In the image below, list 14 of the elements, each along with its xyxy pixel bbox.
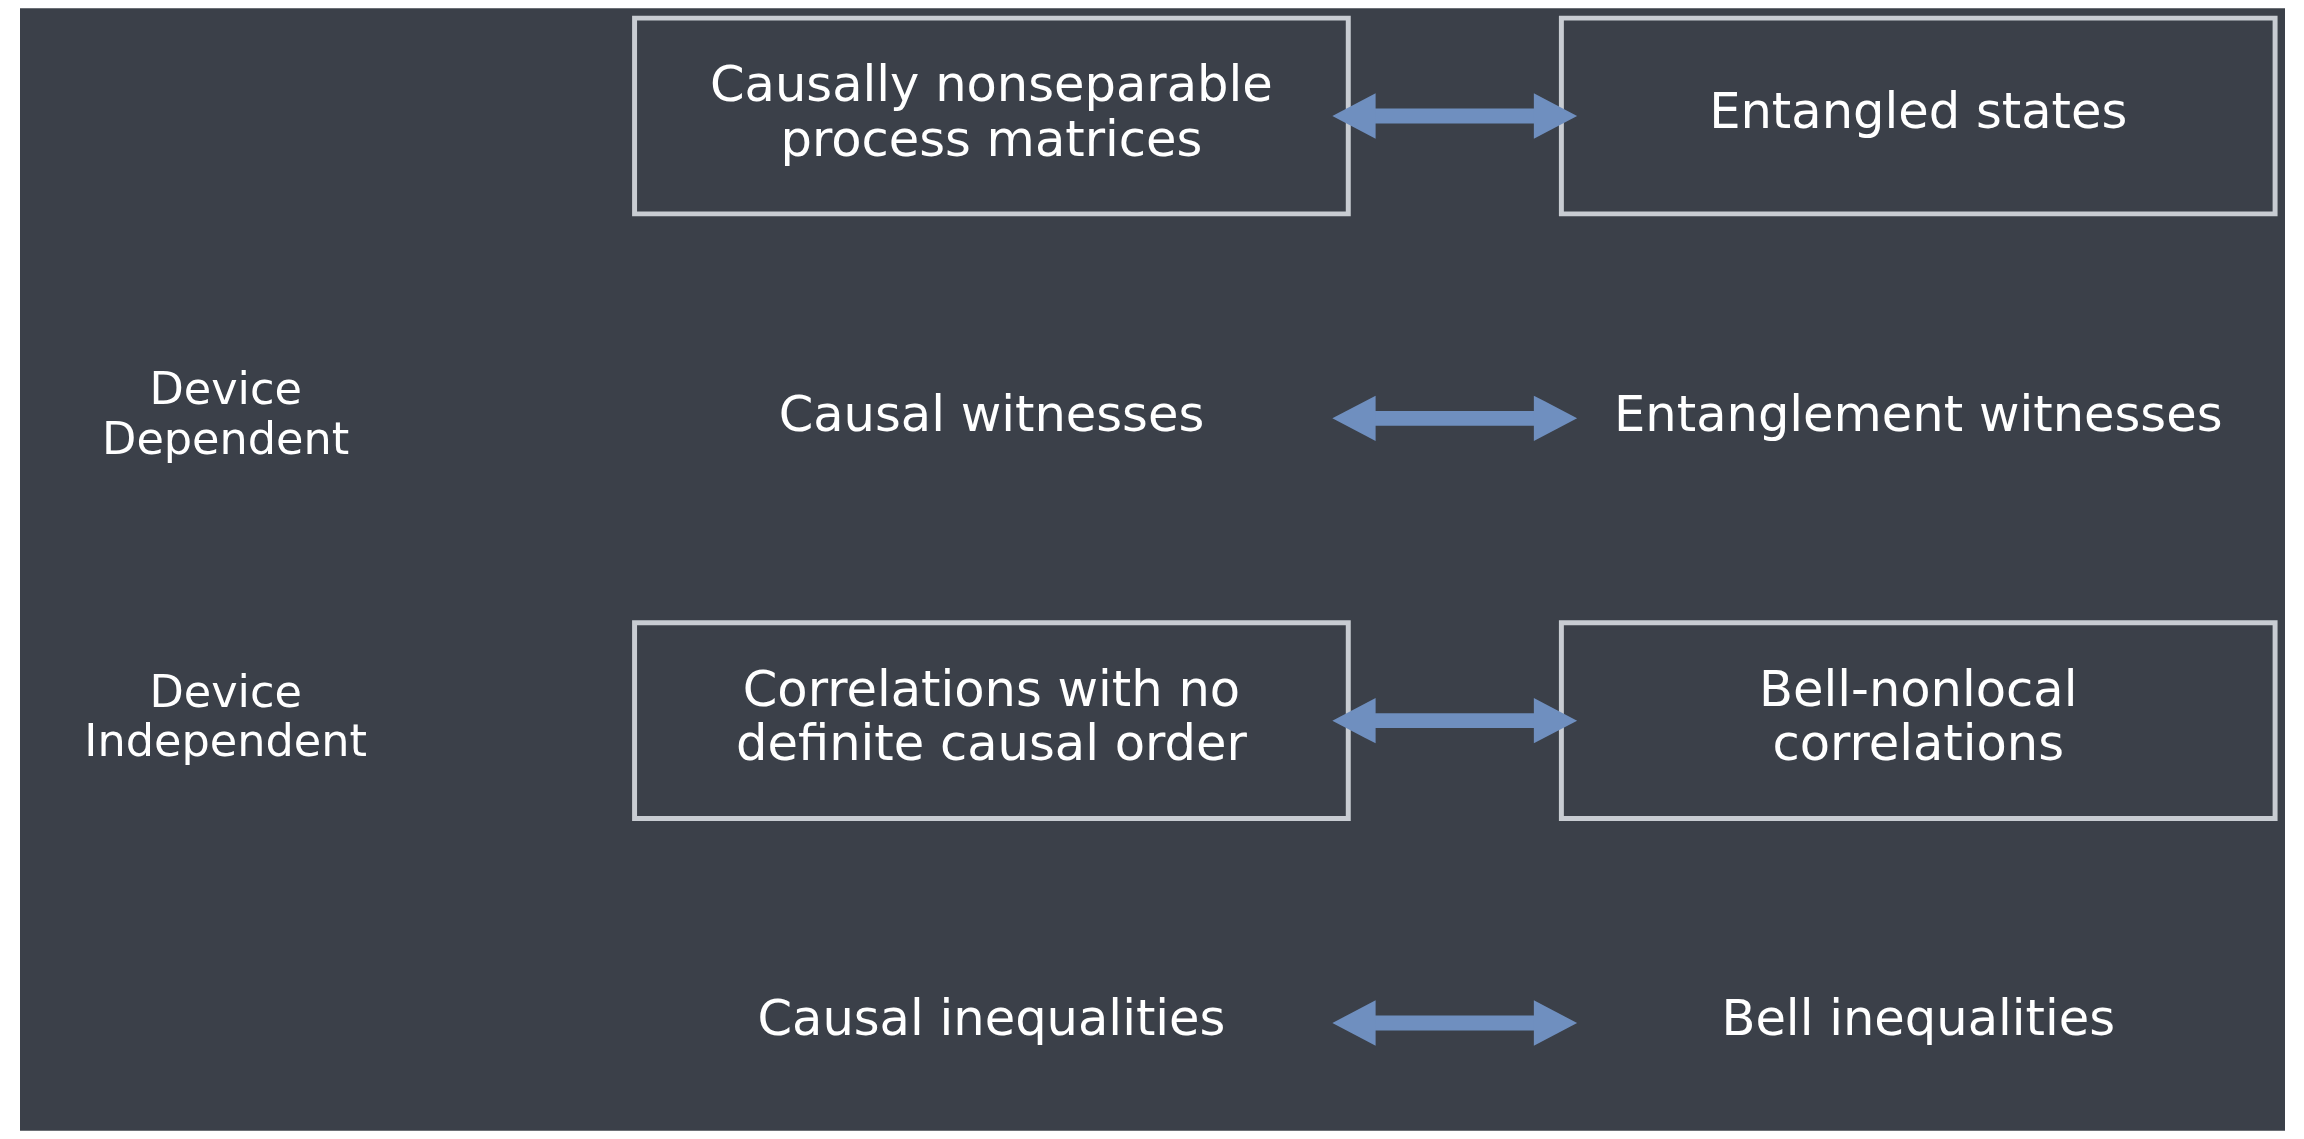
- arrow: [1331, 93, 1577, 139]
- node-text: Causal inequalities: [756, 989, 1225, 1048]
- node-box: Correlations with no definite causal order: [631, 620, 1351, 822]
- node-text: Bell inequalities: [1720, 989, 2115, 1048]
- arrow: [1331, 1000, 1577, 1046]
- arrow: [1331, 395, 1577, 442]
- node-text: Causal witnesses: [778, 384, 1204, 443]
- arrow: [1331, 697, 1577, 744]
- node-text: Entanglement witnesses: [1613, 384, 2222, 443]
- node-box: Causally nonseparable process matrices: [631, 15, 1351, 217]
- label: Device Dependent: [101, 363, 349, 466]
- node-box: Entangled states: [1558, 15, 2278, 217]
- node-box: Bell-nonlocal correlations: [1558, 620, 2278, 822]
- label: Device Independent: [83, 665, 367, 768]
